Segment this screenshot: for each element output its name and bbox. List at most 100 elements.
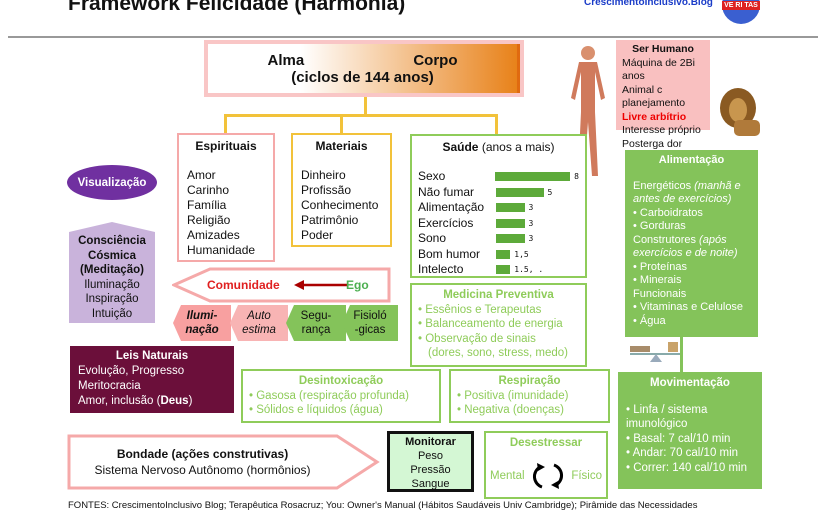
bar: [496, 265, 511, 275]
bar-label: Intelecto: [418, 262, 464, 277]
lion-icon: [720, 88, 760, 136]
ser-item: Livre arbítrio: [622, 110, 687, 123]
bar-row: Sexo 8: [418, 169, 579, 185]
list-item: Observação de sinais: [425, 332, 536, 345]
list-item: Carboidratos: [639, 206, 703, 219]
corpo-label: Corpo: [413, 51, 458, 69]
bar: [496, 234, 525, 244]
bar-value: 5: [547, 187, 553, 197]
ciclos-label: (ciclos de 144 anos): [291, 68, 434, 86]
list-item: Sólidos e líquidos (água): [256, 404, 383, 416]
ser-item: Interesse próprio: [622, 124, 701, 136]
leis-title: Leis Naturais: [115, 350, 189, 362]
list-item: Humanidade: [187, 243, 256, 257]
ser-item: Animal c planejamento: [622, 83, 686, 110]
blog-link[interactable]: CrescimentoInclusivo.Blog: [584, 0, 713, 8]
list-item: Religião: [187, 213, 231, 227]
bar-value: 8: [574, 172, 579, 182]
divider: [8, 36, 818, 38]
list-item: Pressão: [410, 464, 451, 476]
bondade-sub: Sistema Nervoso Autônomo (hormônios): [94, 463, 311, 477]
bar: [495, 172, 571, 182]
materiais-box: Materiais Dinheiro Profissão Conheciment…: [291, 133, 392, 247]
monitorar-title: Monitorar: [405, 436, 456, 448]
bar: [496, 187, 544, 197]
list-item: Basal: 7 cal/10 min: [633, 432, 731, 445]
list-item: Sangue: [411, 478, 450, 490]
saude-title: Saúde: [442, 140, 479, 154]
list-item: Positiva (imunidade): [464, 389, 569, 402]
list-item: Meritocracia: [78, 380, 141, 392]
bar-value: 3: [528, 203, 534, 213]
list-item: Essênios e Terapeutas: [425, 303, 542, 316]
maslow-text: estima: [242, 324, 276, 336]
consciencia-title: Consciência: [78, 235, 146, 247]
maslow-text: Segu-: [300, 310, 332, 322]
bar-label: Alimentação: [418, 200, 485, 215]
monitorar-box: Monitorar Peso Pressão Sangue: [387, 431, 474, 492]
list-item: Linfa / sistema imunológico: [626, 403, 708, 431]
list-item: Amor: [187, 168, 216, 182]
maslow-seguranca: Segu-rança: [286, 305, 346, 341]
list-item: Proteínas: [639, 260, 688, 273]
list-item: Iluminação: [84, 278, 140, 291]
list-item: Evolução, Progresso: [78, 365, 185, 377]
bar-row: Exercícios 3: [418, 216, 579, 232]
list-item: Água: [639, 314, 666, 327]
maslow-text: Fisioló: [353, 310, 387, 322]
list-item: Correr: 140 cal/10 min: [633, 461, 748, 474]
espirituais-box: Espirituais Amor Carinho Família Religiã…: [177, 133, 275, 262]
bar-label: Não fumar: [418, 184, 475, 199]
desestressar-box: Desestressar Mental Físico: [484, 431, 608, 499]
bar: [496, 203, 525, 213]
list-item: Andar: 70 cal/10 min: [632, 447, 739, 459]
funcionais-label: Funcionais: [633, 287, 687, 300]
ser-humano-box: Ser Humano Máquina de 2Bi anos Animal c …: [616, 40, 710, 150]
bondade-title: Bondade (ações construtivas): [116, 447, 289, 461]
list-item: Família: [187, 198, 227, 212]
list-item: Amor, inclusão (: [78, 395, 161, 407]
construtores-label: Construtores: [633, 233, 696, 246]
connector: [364, 97, 367, 115]
movimentacao-box: Movimentação • Linfa / sistema imunológi…: [618, 372, 762, 489]
close-paren: ): [188, 395, 193, 407]
list-item: Gasosa (respiração profunda): [256, 389, 410, 402]
connector: [495, 114, 498, 134]
bar-label: Sexo: [418, 169, 446, 184]
bar-value: 1.5, .: [514, 265, 544, 275]
comunidade-arrow: [172, 267, 391, 303]
maslow-autoestima: Auto estima: [230, 305, 288, 341]
bar-label: Exercícios: [418, 215, 474, 230]
ser-item: Posterga dor: [622, 137, 683, 150]
alimentacao-box: Alimentação Energéticos (manhã e antes d…: [625, 150, 758, 337]
desintoxicacao-box: Desintoxicação • Gasosa (respiração prof…: [241, 369, 441, 423]
bar-value: 1,5: [514, 249, 529, 259]
consciencia-title: (Meditação): [80, 264, 144, 276]
desestressar-title: Desestressar: [509, 437, 583, 449]
connector: [224, 114, 227, 134]
maslow-text: Auto: [247, 310, 271, 322]
movimentacao-title: Movimentação: [650, 377, 730, 389]
bar: [496, 249, 511, 259]
cycle-arrows-icon: [532, 463, 563, 489]
maslow-text: -gicas: [354, 324, 386, 336]
respiracao-box: Respiração • Positiva (imunidade) • Nega…: [449, 369, 610, 423]
bar-row: Intelecto 1.5, .: [418, 262, 579, 278]
ser-item: Máquina de 2Bi anos: [622, 56, 695, 83]
bar-value: 3: [528, 218, 534, 228]
materiais-title: Materiais: [315, 139, 368, 153]
page-title: Framework Felicidade (Harmonia): [68, 0, 406, 15]
connector: [340, 114, 343, 134]
connector: [680, 337, 683, 373]
scale-icon: [630, 342, 682, 362]
list-item: Conhecimento: [301, 198, 379, 212]
list-item: Dinheiro: [301, 168, 346, 182]
list-item: Balanceamento de energia: [425, 318, 563, 330]
ser-humano-title: Ser Humano: [632, 43, 694, 55]
list-item: Amizades: [187, 228, 240, 242]
saude-subtitle: (anos a mais): [481, 140, 555, 154]
list-item: Profissão: [301, 183, 352, 197]
energeticos-label: Energéticos: [633, 179, 692, 192]
